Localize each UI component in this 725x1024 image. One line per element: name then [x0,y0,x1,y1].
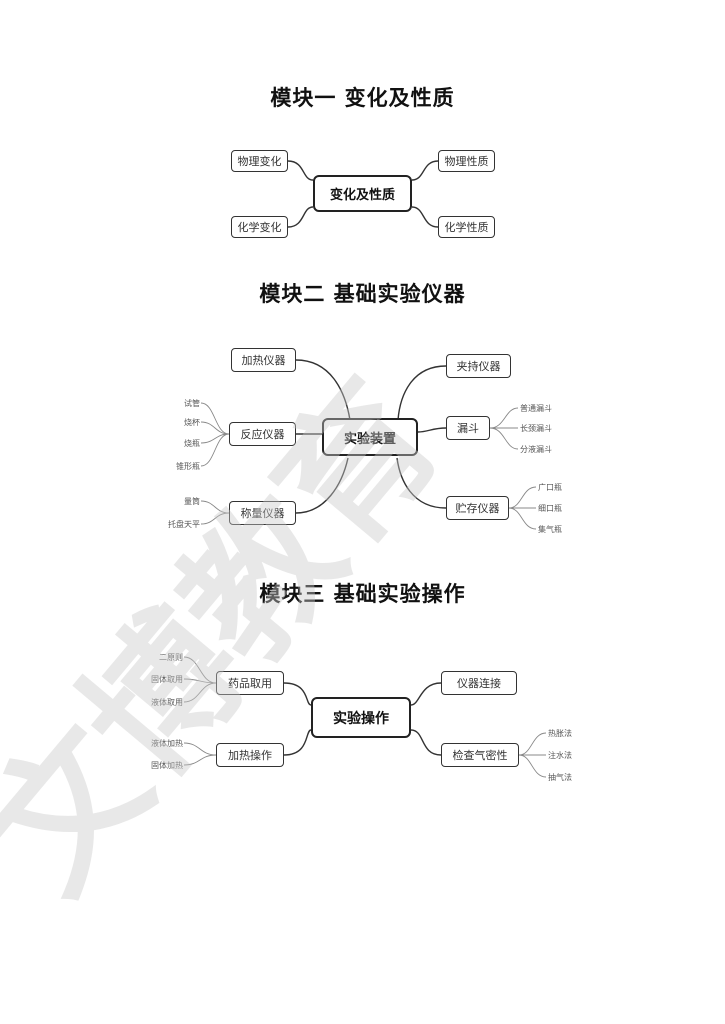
leaf-beaker: 烧杯 [184,418,200,427]
module2-title: 模块二 基础实验仪器 [259,282,466,306]
leaf-thermal-expansion: 热胀法 [548,729,572,738]
leaf-gas-jar: 集气瓶 [538,525,562,534]
leaf-solid-taking: 固体取用 [151,675,183,684]
node-weighing-instruments: 称量仪器 [229,501,296,525]
leaf-ordinary-funnel: 普通漏斗 [520,404,552,413]
leaf-balance: 托盘天平 [168,520,200,529]
node-funnel: 漏斗 [446,416,490,440]
node-storage-instruments: 贮存仪器 [446,496,509,520]
leaf-wide-mouth-bottle: 广口瓶 [538,483,562,492]
leaf-flask: 烧瓶 [184,439,200,448]
leaf-separatory-funnel: 分液漏斗 [520,445,552,454]
leaf-solid-heating: 固体加热 [151,761,183,770]
leaf-two-principles: 二原则 [159,653,183,662]
module3-title: 模块三 基础实验操作 [259,582,466,606]
node-physical-property: 物理性质 [438,150,495,172]
leaf-long-neck-funnel: 长颈漏斗 [520,424,552,433]
leaf-liquid-taking: 液体取用 [151,698,183,707]
node-chemical-property: 化学性质 [438,216,495,238]
node-reaction-instruments: 反应仪器 [229,422,296,446]
node-physical-change: 物理变化 [231,150,288,172]
module1-title: 模块一 变化及性质 [270,86,455,110]
node-clamping-instruments: 夹持仪器 [446,354,511,378]
node-chemical-change: 化学变化 [231,216,288,238]
node-airtightness-check: 检查气密性 [441,743,519,767]
leaf-test-tube: 试管 [184,399,200,408]
module2-center-node: 实验装置 [322,418,418,456]
leaf-water-injection: 注水法 [548,751,572,760]
leaf-air-extraction: 抽气法 [548,773,572,782]
node-instrument-connection: 仪器连接 [441,671,517,695]
leaf-liquid-heating: 液体加热 [151,739,183,748]
node-heating-operation: 加热操作 [216,743,284,767]
module3-center-node: 实验操作 [311,697,411,738]
node-heating-instruments: 加热仪器 [231,348,296,372]
leaf-graduated-cylinder: 量筒 [184,497,200,506]
module1-center-node: 变化及性质 [313,175,412,212]
leaf-narrow-mouth-bottle: 细口瓶 [538,504,562,513]
node-drug-taking: 药品取用 [216,671,284,695]
leaf-conical-flask: 锥形瓶 [176,462,200,471]
